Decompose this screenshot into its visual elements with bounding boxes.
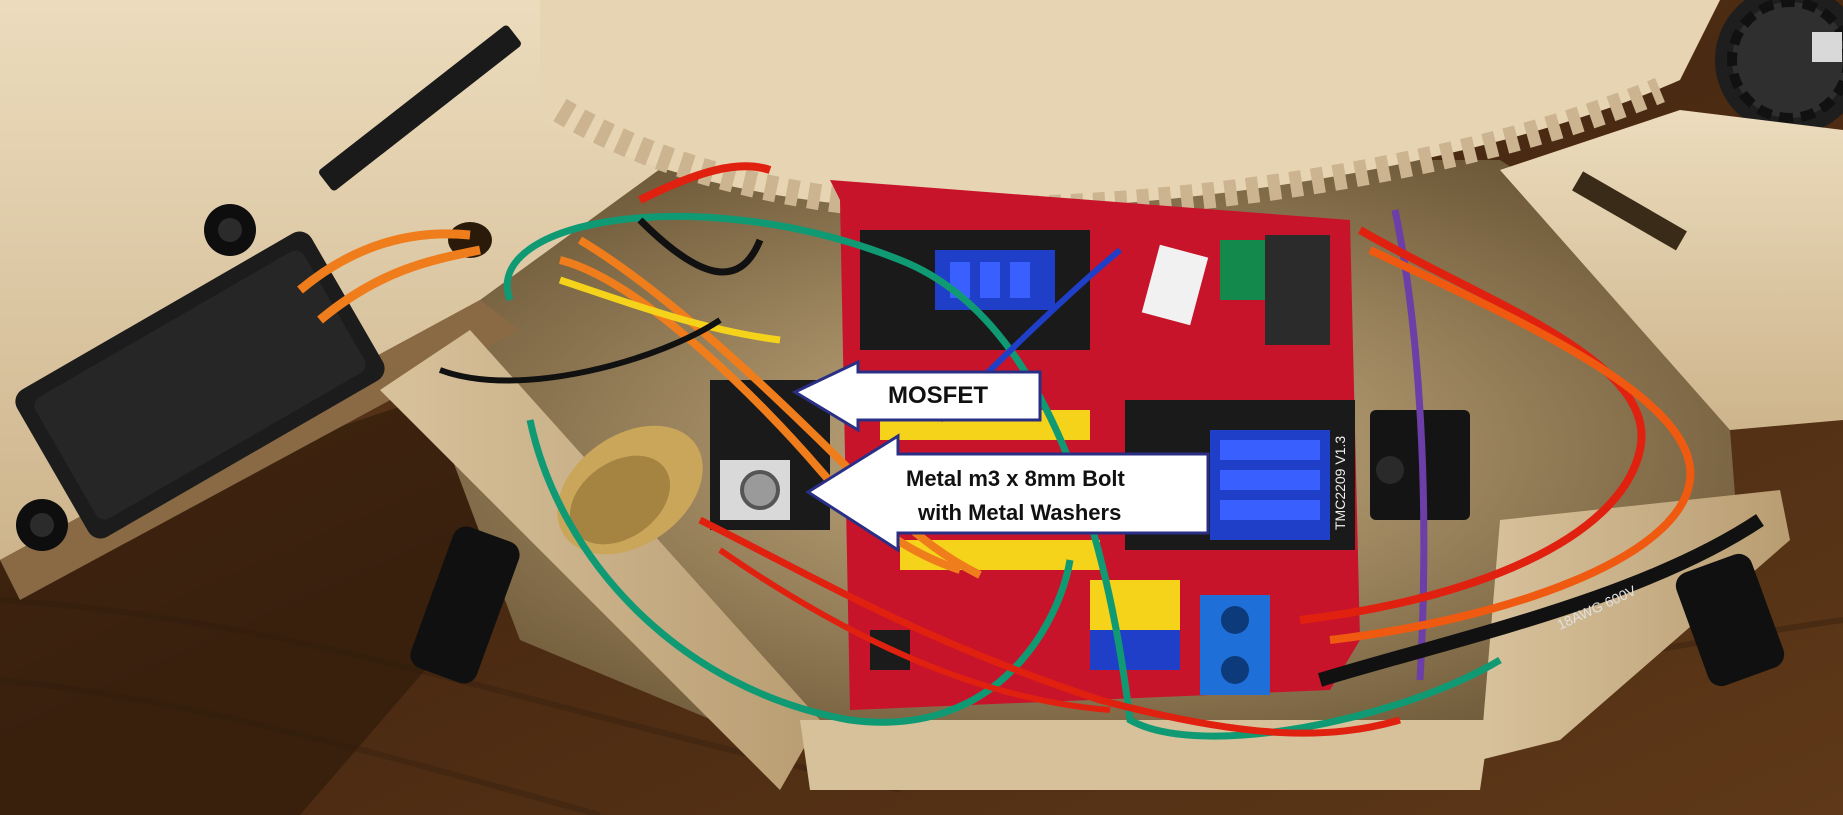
yellow-wire (558, 276, 781, 344)
lower-left-plywood (380, 330, 820, 790)
bracket-screw (1376, 456, 1404, 484)
orange-wire (559, 256, 962, 574)
bottom-plywood (800, 720, 1490, 790)
black-wire (438, 317, 722, 384)
driver-module-label: TMC2209 V1.3 (1332, 436, 1348, 530)
mosfet-callout: MOSFET (791, 359, 1042, 433)
left-panel-edge (0, 300, 520, 600)
switch-housing (15, 204, 385, 551)
red-wire (638, 162, 772, 204)
pinion-gear (1715, 0, 1843, 135)
panel-slot (319, 25, 521, 191)
potentiometer (557, 425, 703, 555)
orange-wire (577, 236, 982, 579)
red-power-wire (1329, 246, 1695, 644)
black-power-cable (1317, 514, 1764, 687)
orange-wire (317, 245, 481, 324)
black-wire (637, 217, 764, 276)
right-plywood-edge (1480, 490, 1790, 760)
red-power-wire (1299, 226, 1646, 624)
right-slot (1572, 171, 1687, 251)
green-wire (526, 419, 1074, 726)
red-wire (718, 547, 1111, 713)
red-wire (698, 516, 1401, 737)
standoff (410, 526, 520, 684)
bolt-head (740, 470, 780, 510)
cnc-shield-board (830, 180, 1360, 710)
bolt-callout-line1: Metal m3 x 8mm Bolt (906, 466, 1126, 491)
bolt-callout-line2: with Metal Washers (917, 500, 1121, 525)
bolt-callout: Metal m3 x 8mm Bolt with Metal Washers (805, 433, 1210, 553)
mosfet-callout-label: MOSFET (888, 382, 988, 409)
standoff (1675, 553, 1785, 687)
orange-wire (297, 229, 471, 294)
